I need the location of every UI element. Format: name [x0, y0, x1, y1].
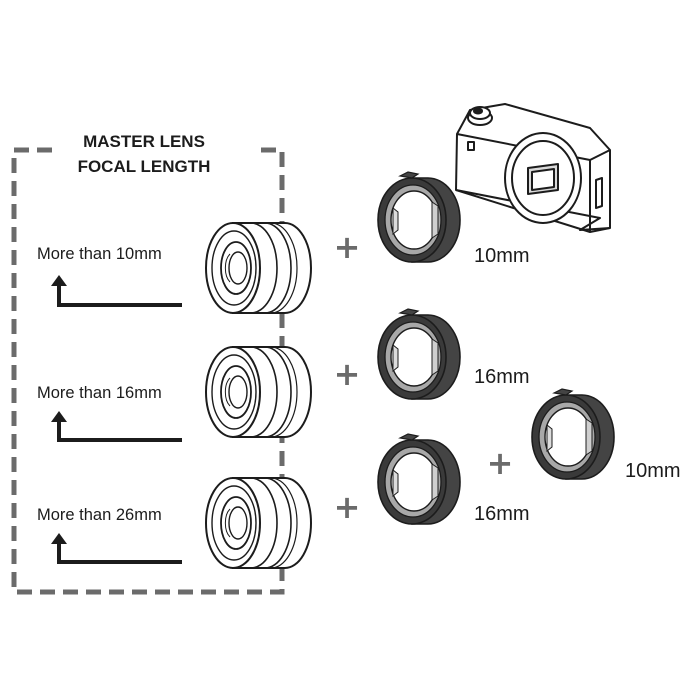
- arrow-icon: [51, 533, 182, 564]
- plus-sign: +: [334, 488, 361, 526]
- arrow-icon: [51, 411, 182, 442]
- extension-tube-icon: [377, 433, 461, 525]
- extension-tube-icon: [531, 388, 615, 480]
- row-label: More than 26mm: [37, 506, 162, 524]
- title-line-1: MASTER LENS: [83, 132, 205, 151]
- extension-tube-icon: [377, 308, 461, 400]
- plus-sign: +: [487, 444, 514, 482]
- row-more-than-16mm: More than 16mm + 16mm: [37, 308, 530, 442]
- arrow-icon: [51, 275, 182, 307]
- camera-icon: [455, 103, 611, 233]
- row-label: More than 10mm: [37, 245, 162, 263]
- row-label: More than 16mm: [37, 384, 162, 402]
- plus-sign: +: [334, 355, 361, 393]
- row-more-than-10mm: More than 10mm + 10mm: [37, 171, 530, 314]
- tube-label: 16mm: [474, 503, 530, 525]
- extension-tube-icon: [377, 171, 461, 263]
- master-lens-icon: [205, 222, 312, 314]
- plus-sign: +: [334, 228, 361, 266]
- tube-label: 10mm: [625, 460, 681, 482]
- master-lens-icon: [205, 346, 312, 438]
- row-more-than-26mm: More than 26mm + 16mm + 10mm: [37, 388, 681, 569]
- tube-label: 16mm: [474, 366, 530, 388]
- master-lens-icon: [205, 477, 312, 569]
- title-line-2: FOCAL LENGTH: [78, 157, 211, 176]
- tube-label: 10mm: [474, 245, 530, 267]
- master-lens-frame: [11, 147, 285, 595]
